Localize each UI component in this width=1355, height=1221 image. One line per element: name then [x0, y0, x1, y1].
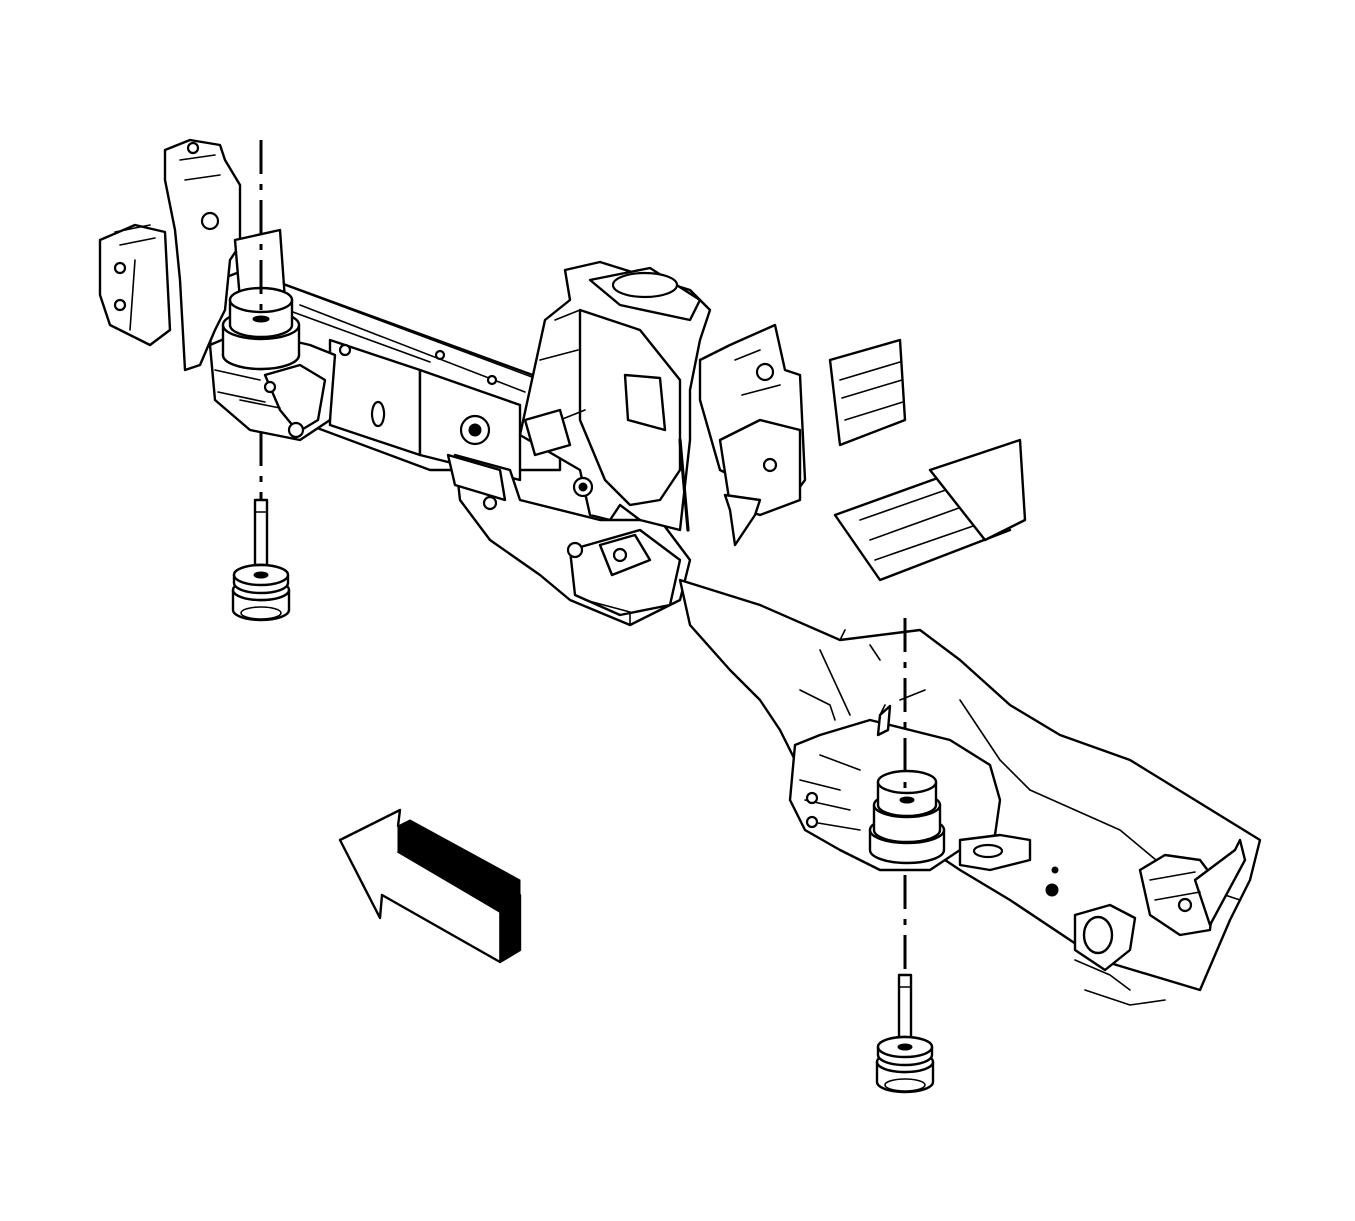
rear-frame-rails — [828, 338, 1027, 582]
rear-right-bracket — [1045, 838, 1247, 1006]
center-tower-bracket — [518, 260, 712, 532]
front-arrow-icon — [338, 808, 522, 964]
installation-axes — [259, 140, 907, 975]
left-bolt-and-cushion — [231, 498, 291, 622]
right-side-bracket — [698, 323, 807, 547]
right-body-mount — [788, 704, 1032, 872]
right-bolt-and-cushion — [875, 973, 935, 1094]
left-body-mount — [208, 286, 337, 442]
